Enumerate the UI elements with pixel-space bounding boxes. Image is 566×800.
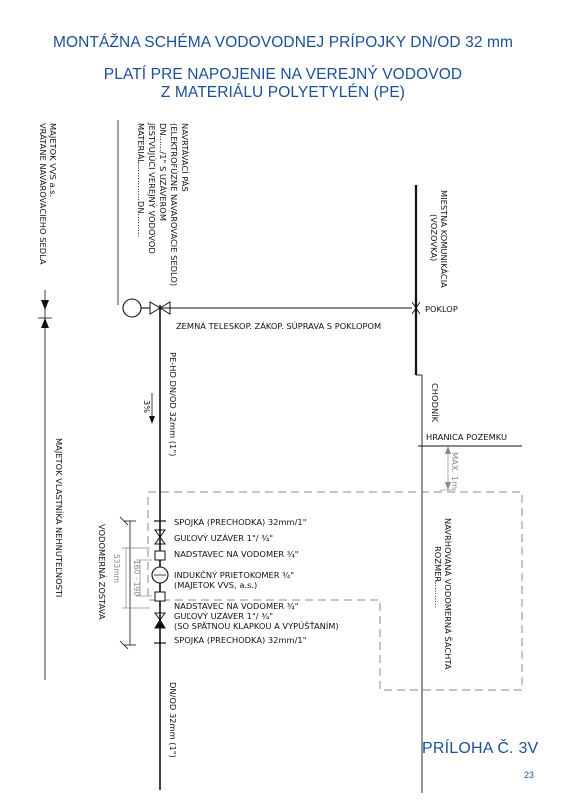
component-label-6: NADSTAVEC NA VODOMER ¾": [174, 601, 299, 611]
saddle-note-line-5: MATERIÁL..............DN.........: [136, 123, 147, 237]
shaft-label-line-1: NAVRHOVANÁ VODOMERNÁ ŠACHTA: [443, 518, 454, 670]
component-label-3: NADSTAVEC NA VODOMER ¾": [174, 549, 299, 559]
vvs-ownership-label-2: VRÁTANE NAVAROVACIEHO SEDLA: [38, 123, 49, 265]
meter-extension-symbol-top: [154, 550, 166, 561]
upper-pipe-label: PE-HD DN/OD 32mm (1"): [168, 352, 178, 456]
flow-meter-symbol: [151, 566, 169, 584]
component-label-7: GUĽOVÝ UZÁVER 1"/ ¾": [174, 610, 273, 621]
meter-set-dimension: [119, 516, 136, 650]
component-label-9: SPOJKA (PRECHODKA) 32mm/1": [174, 635, 307, 645]
tapping-saddle-symbol: [122, 298, 171, 318]
dimension-160-190-label: 160 - 190: [132, 560, 141, 596]
component-label-4: INDUKČNÝ PRIETOKOMER ¾": [174, 569, 294, 580]
property-boundary-label: HRANICA POZEMKU: [426, 432, 507, 442]
saddle-note-line-2: (ELEKTROFÚZNE NAVAROVACIE SEDLO): [169, 123, 180, 286]
component-label-5: (MAJETOK VVS, a.s.): [174, 580, 257, 590]
drawing-subtitle-line-2: Z MATERIÁLU POLYETYLÉN (PE): [160, 84, 406, 101]
dimension-160-190: [136, 559, 152, 597]
saddle-note-line-4: JESTVUJÚCI VEREJNÝ VODOVOD: [147, 122, 158, 254]
drawing-subtitle-line-1: PLATÍ PRE NAPOJENIE NA VEREJNÝ VODOVOD: [103, 66, 463, 83]
page-number: 23: [524, 770, 535, 780]
ownership-divider: [38, 290, 52, 680]
check-valve-symbol: [154, 612, 166, 629]
lower-pipe-label: DN/OD 32mm (1"): [168, 682, 178, 758]
ball-valve-symbol-top: [154, 529, 166, 545]
saddle-note-line-1: NAVRTÁVACÍ PÁS: [180, 123, 191, 192]
vvs-ownership-label-1: MAJETOK VVS a.s.: [48, 123, 58, 197]
manhole-cover-label: POKLOP: [425, 304, 458, 314]
shaft-label-line-2: ROZMER..........: [433, 546, 443, 608]
meter-extension-symbol-bottom: [154, 591, 166, 602]
appendix-label: PRÍLOHA Č. 3V: [422, 740, 539, 757]
owner-ownership-label: MAJETOK VLASTNÍKA NEHNUTEĽNOSTI: [54, 438, 65, 597]
road-label-line-2: (VOZOVKA): [429, 214, 439, 261]
component-label-8: (SO SPÄTNOU KLAPKOU A VYPÚŠŤANÍM): [174, 620, 339, 631]
drawing-title: MONTÁŽNA SCHÉMA VODOVODNEJ PRÍPOJKY DN/O…: [52, 34, 513, 51]
sidewalk-label: CHODNÍK: [430, 383, 441, 423]
max-distance-label: MAX. 1m: [450, 452, 460, 489]
component-label-1: SPOJKA (PRECHODKA) 32mm/1": [174, 517, 307, 527]
meter-set-label: VODOMERNÁ ZOSTAVA: [97, 524, 108, 620]
telescopic-set-label: ZEMNÁ TELESKOP. ZÁKOP. SÚPRAVA S POKLOPO…: [176, 320, 381, 331]
road-label-line-1: MIESTNA KOMUNIKÁCIA: [439, 190, 450, 288]
dimension-533-label: 533mm: [112, 554, 121, 583]
max-distance-dimension: [440, 446, 456, 491]
saddle-note-line-3: DN....../1" S UZÁVEROM: [158, 123, 169, 221]
slope-label: 3%: [142, 400, 152, 413]
dimension-533: [122, 547, 150, 609]
slope-arrow: [149, 393, 155, 424]
component-label-2: GUĽOVÝ UZÁVER 1"/ ¾": [174, 532, 273, 543]
